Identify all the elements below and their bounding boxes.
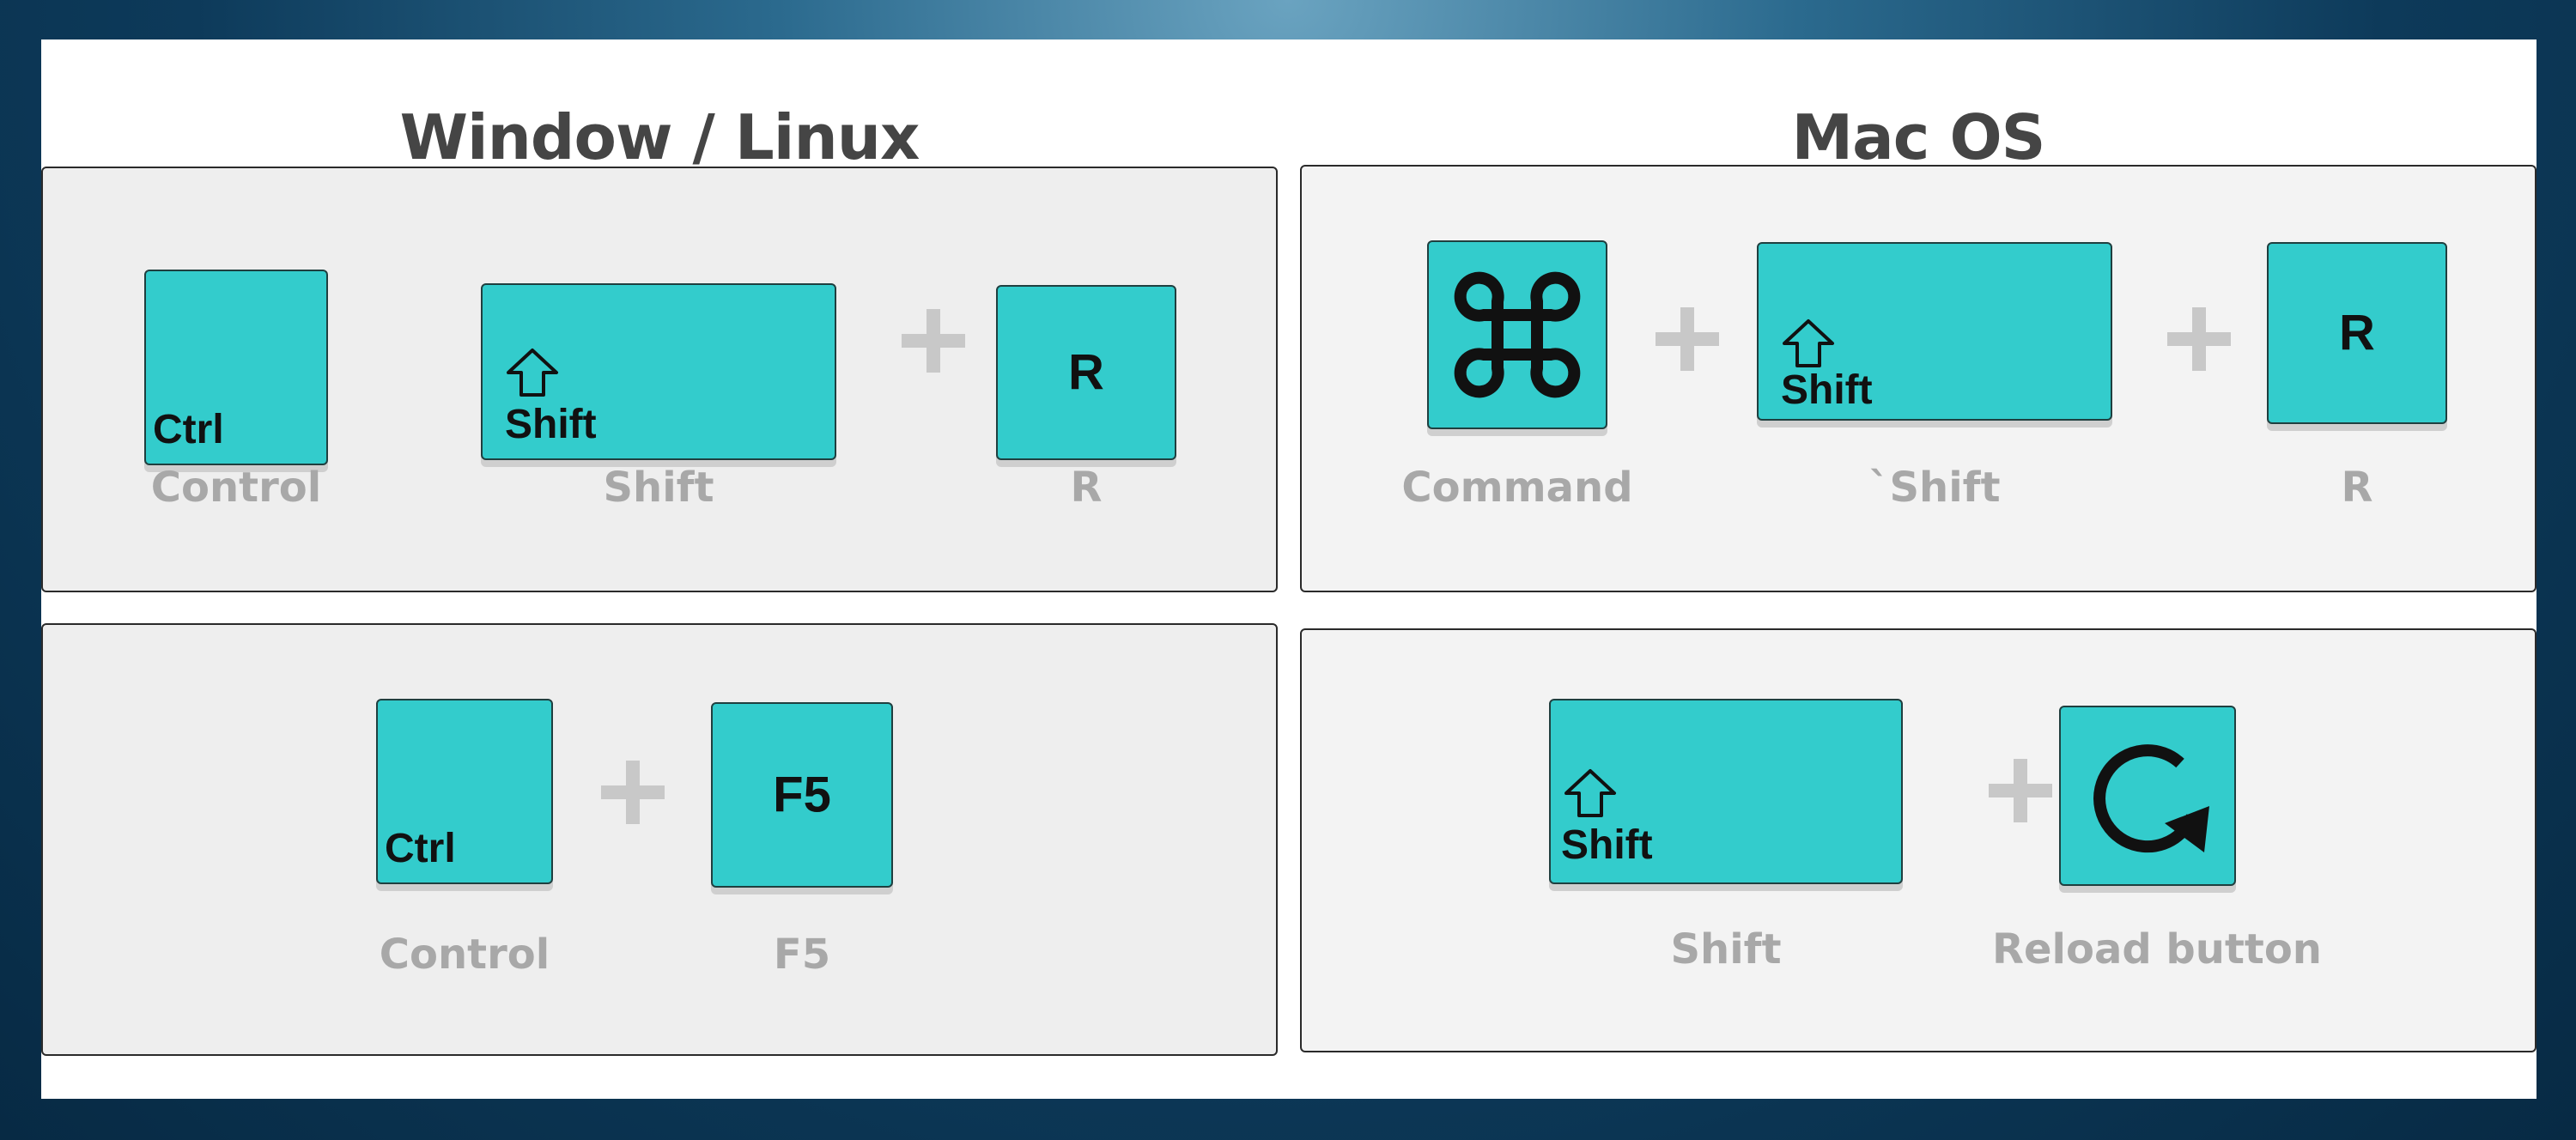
ctrl-key-label: Ctrl	[385, 826, 456, 871]
ctrl-caption: Control	[150, 464, 322, 512]
plus-icon	[1656, 307, 1719, 371]
shift-key-label: Shift	[505, 402, 597, 447]
r-key-label: R	[1068, 344, 1104, 401]
shortcut-sheet: Window / Linux Mac OS Ctrl Shift R Contr…	[41, 39, 2537, 1099]
shift-key: Shift	[481, 283, 836, 460]
mac-shortcut-panel-2: Shift Shift Reload button	[1300, 628, 2537, 1052]
shift-caption: Shift	[1670, 925, 1782, 973]
windows-linux-title: Window / Linux	[399, 101, 920, 173]
f5-caption: F5	[773, 931, 831, 979]
shift-caption: `Shift	[1868, 464, 2001, 512]
ctrl-key-label: Ctrl	[153, 407, 224, 452]
command-icon	[1454, 271, 1581, 398]
windows-shortcut-panel-1: Ctrl Shift R Control Shift R	[41, 167, 1278, 592]
shift-key: Shift	[1757, 242, 2112, 421]
r-key: R	[996, 285, 1176, 460]
reload-icon	[2093, 744, 2209, 853]
mac-shortcut-panel-1: Shift R Command `Shift R	[1300, 165, 2537, 592]
shift-arrow-icon	[507, 349, 558, 397]
windows-shortcut-panel-2: Ctrl F5 Control F5	[41, 623, 1278, 1056]
plus-icon	[601, 761, 665, 824]
reload-key	[2059, 706, 2236, 886]
f5-key: F5	[711, 702, 893, 888]
shift-arrow-icon	[1564, 769, 1616, 817]
plus-icon	[2167, 307, 2231, 371]
r-key: R	[2267, 242, 2447, 424]
shift-caption: Shift	[603, 464, 714, 512]
r-caption: R	[1070, 464, 1103, 512]
shift-key-label: Shift	[1781, 367, 1873, 413]
plus-icon	[1989, 759, 2052, 822]
plus-icon	[902, 309, 965, 373]
mac-os-title: Mac OS	[1791, 101, 2045, 173]
r-key-label: R	[2339, 305, 2375, 361]
command-caption: Command	[1401, 464, 1633, 512]
shift-key-label: Shift	[1561, 822, 1653, 868]
r-caption: R	[2341, 464, 2373, 512]
f5-key-label: F5	[773, 767, 831, 823]
command-key	[1427, 240, 1607, 429]
ctrl-caption: Control	[379, 931, 550, 979]
shift-key: Shift	[1549, 699, 1903, 884]
ctrl-key: Ctrl	[376, 699, 553, 884]
shift-arrow-icon	[1783, 319, 1834, 367]
ctrl-key: Ctrl	[144, 270, 328, 465]
reload-caption: Reload button	[1992, 925, 2322, 973]
